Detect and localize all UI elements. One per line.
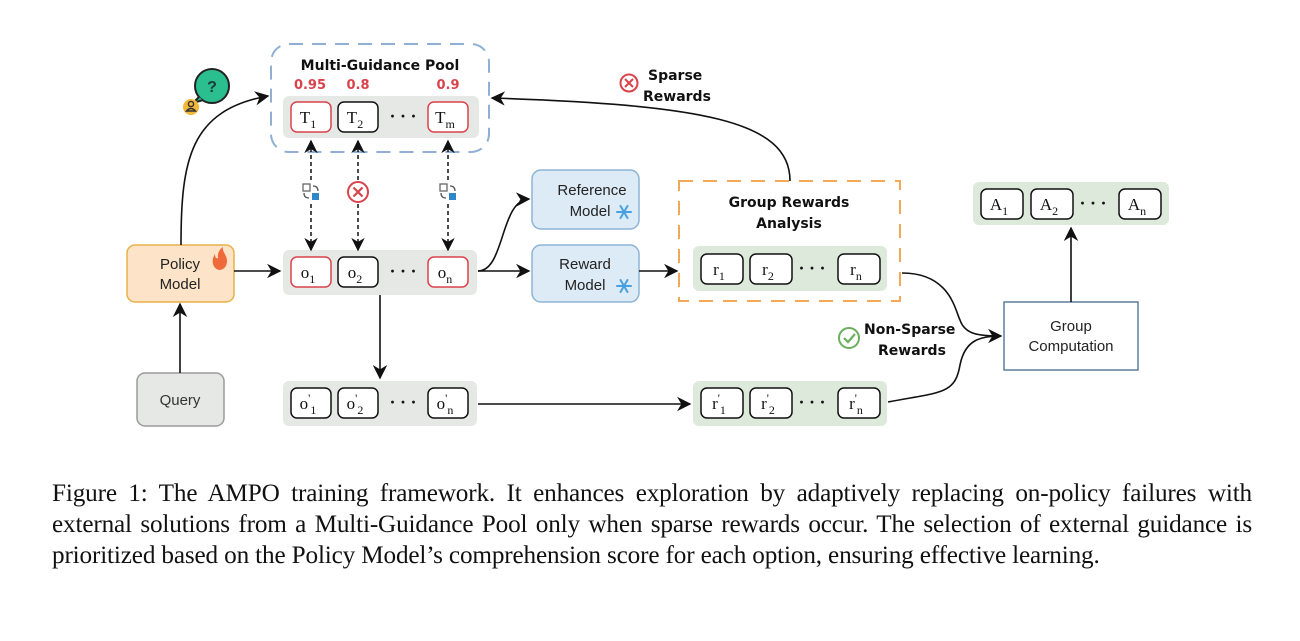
advantage-item: An <box>1118 188 1162 220</box>
policy-model-label-1: Policy <box>160 256 201 273</box>
output-prime-item: o'2 <box>337 387 379 419</box>
output-item: o1 <box>290 256 332 288</box>
arrow-rewards-prime-to-computation <box>887 335 1002 403</box>
arrow-policy-to-pool <box>180 91 270 246</box>
reference-model-label-2: Model <box>570 203 611 220</box>
pool-score-1: 0.95 <box>294 78 326 93</box>
pool-score-2: 0.8 <box>346 78 369 93</box>
replace-icon <box>301 182 321 202</box>
pool-score-m: 0.9 <box>436 78 459 93</box>
output-ellipsis: · · · <box>389 261 416 281</box>
reward-prime-item: r'n <box>837 387 881 419</box>
group-rewards-title-1: Group Rewards <box>729 195 850 211</box>
dashed-connectors <box>304 139 455 252</box>
fire-icon <box>212 247 227 270</box>
reward-label: r2 <box>762 260 774 283</box>
non-sparse-label-1: Non-Sparse <box>864 322 955 338</box>
reward-ellipsis: · · · <box>798 258 825 278</box>
question-bubble-icon: ? <box>183 68 230 115</box>
pool-item: Tm <box>427 101 469 133</box>
group-computation-label-1: Group <box>1050 318 1092 335</box>
group-rewards-title-2: Analysis <box>756 216 822 232</box>
pool-title: Multi-Guidance Pool <box>301 58 460 74</box>
check-circle-icon <box>838 327 860 349</box>
figure-caption: Figure 1: The AMPO training framework. I… <box>52 478 1252 571</box>
sparse-label-2: Rewards <box>643 89 711 105</box>
reward-item: r2 <box>749 253 793 285</box>
question-mark: ? <box>207 79 217 96</box>
output-item: o2 <box>337 256 379 288</box>
arrow-outputs-to-reference <box>477 192 531 272</box>
advantage-ellipsis: · · · <box>1079 193 1106 213</box>
advantage-item: A2 <box>1030 188 1074 220</box>
sparse-rewards-label: Sparse Rewards <box>619 68 711 105</box>
advantage-item: A1 <box>980 188 1024 220</box>
reward-prime-item: r'2 <box>749 387 793 419</box>
pool-dashed-border <box>270 43 490 153</box>
non-sparse-rewards-label: Non-Sparse Rewards <box>838 322 955 359</box>
output-prime-ellipsis: · · · <box>389 392 416 412</box>
fail-icon <box>347 181 369 203</box>
reward-item: r1 <box>700 253 744 285</box>
caption-text: Figure 1: The AMPO training framework. I… <box>52 480 1252 569</box>
policy-model-node[interactable]: Policy Model <box>126 244 235 303</box>
arrow-sparse-to-pool <box>490 91 791 182</box>
reference-model-label-1: Reference <box>557 182 626 199</box>
reference-model-node[interactable]: Reference Model <box>531 169 640 230</box>
non-sparse-label-2: Rewards <box>878 343 946 359</box>
reward-label: rn <box>850 260 862 283</box>
group-computation-label-2: Computation <box>1028 338 1113 355</box>
reward-model-label-2: Model <box>565 277 606 294</box>
replace-icon <box>438 182 458 202</box>
sparse-label-1: Sparse <box>648 68 702 84</box>
query-label: Query <box>160 392 201 409</box>
reward-prime-item: r'1 <box>700 387 744 419</box>
x-circle-icon <box>619 73 639 93</box>
output-item: on <box>427 256 469 288</box>
policy-model-label-2: Model <box>160 276 201 293</box>
reward-model-label-1: Reward <box>559 256 611 273</box>
query-node[interactable]: Query <box>136 372 225 427</box>
group-rewards-analysis: Group Rewards Analysis r1 r2 rn · · · <box>678 180 901 302</box>
snowflake-icon <box>616 205 632 219</box>
output-prime-item: o'n <box>427 387 469 419</box>
connectors <box>172 91 1079 412</box>
output-prime-item: o'1 <box>290 387 332 419</box>
pool-item: T1 <box>290 101 332 133</box>
pool-item: T2 <box>337 101 379 133</box>
arrow-rewards-to-computation <box>901 272 1003 344</box>
snowflake-icon <box>616 279 632 293</box>
reward-item: rn <box>837 253 881 285</box>
group-computation-node[interactable]: Group Computation <box>1003 301 1139 371</box>
pool-ellipsis: · · · <box>389 106 416 126</box>
reward-prime-ellipsis: · · · <box>798 392 825 412</box>
reward-label: r1 <box>713 260 725 283</box>
reward-model-node[interactable]: Reward Model <box>531 244 640 303</box>
